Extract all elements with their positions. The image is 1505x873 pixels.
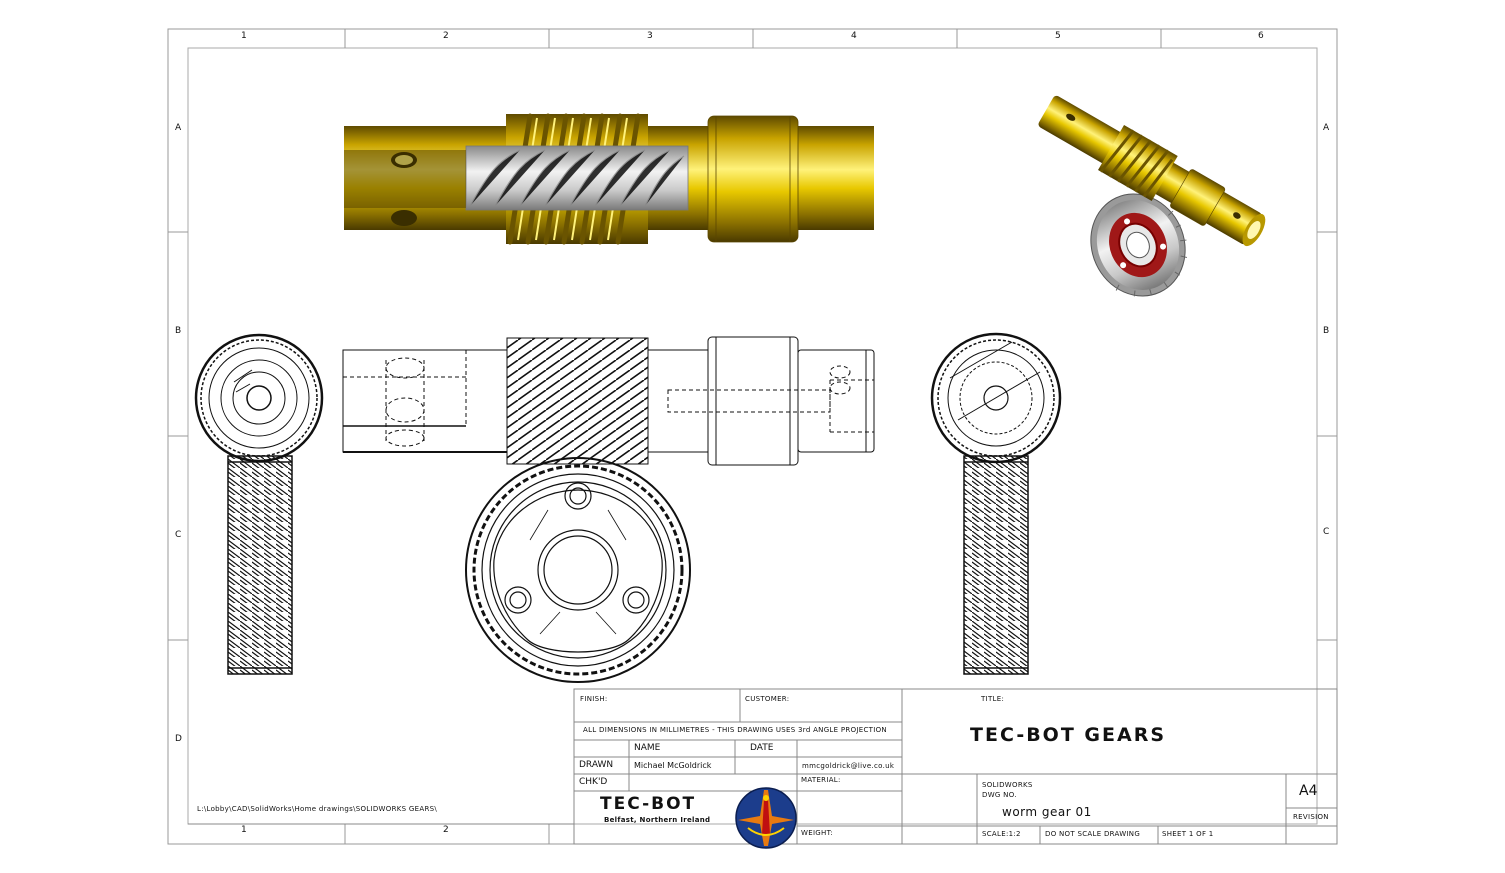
zone-col-2-top: 2	[443, 31, 449, 41]
drawing-title: TEC-BOT GEARS	[970, 724, 1167, 746]
zone-col-4-top: 4	[851, 31, 857, 41]
right-end-view	[930, 332, 1062, 675]
isometric-render	[1038, 95, 1266, 297]
drawn-label: DRAWN	[579, 760, 614, 770]
zone-row-b-right: B	[1323, 326, 1330, 336]
dimensions-note: ALL DIMENSIONS IN MILLIMETRES - THIS DRA…	[583, 726, 887, 734]
zone-row-a-left: A	[175, 123, 182, 133]
customer-label: CUSTOMER:	[745, 695, 790, 703]
zone-col-1-bottom: 1	[241, 825, 247, 835]
title-block	[188, 688, 1338, 845]
dwg-no: worm gear 01	[1002, 805, 1092, 819]
finish-label: FINISH:	[580, 695, 608, 703]
zone-col-3-top: 3	[647, 31, 653, 41]
zone-row-c-right: C	[1323, 527, 1330, 537]
drawn-name: Michael McGoldrick	[634, 761, 712, 770]
date-header: DATE	[750, 743, 774, 753]
revision-label: REVISION	[1293, 813, 1329, 821]
material-label: MATERIAL:	[801, 776, 841, 784]
zone-row-d-left: D	[175, 734, 182, 744]
shaded-section-view	[344, 113, 874, 245]
company-location: Belfast, Northern Ireland	[604, 816, 711, 824]
title-label: TITLE:	[981, 695, 1005, 703]
no-scale-note: DO NOT SCALE DRAWING	[1045, 830, 1141, 838]
weight-label: WEIGHT:	[801, 829, 834, 837]
zone-col-1-top: 1	[241, 31, 247, 41]
sheet-number: SHEET 1 OF 1	[1162, 830, 1214, 838]
email: mmcgoldrick@live.co.uk	[802, 762, 895, 770]
paper-size: A4	[1299, 783, 1318, 799]
zone-row-a-right: A	[1323, 123, 1330, 133]
zone-col-2-bottom: 2	[443, 825, 449, 835]
chkd-label: CHK'D	[579, 777, 608, 787]
file-path: L:\Lobby\CAD\SolidWorks\Home drawings\SO…	[197, 805, 438, 813]
left-end-view	[194, 333, 324, 675]
scale: SCALE:1:2	[982, 830, 1021, 838]
zone-row-c-left: C	[175, 530, 182, 540]
zone-row-b-left: B	[175, 326, 182, 336]
zone-col-6-top: 6	[1258, 31, 1264, 41]
company-logo: TEC-BOT	[600, 794, 697, 814]
company-emblem	[735, 787, 797, 849]
software-label: SOLIDWORKS	[982, 781, 1033, 789]
zone-col-5-top: 5	[1055, 31, 1061, 41]
dwg-no-label: DWG NO.	[982, 791, 1017, 799]
worm-wheel-view	[465, 457, 691, 683]
front-view-shaft	[342, 336, 875, 466]
name-header: NAME	[634, 743, 661, 753]
